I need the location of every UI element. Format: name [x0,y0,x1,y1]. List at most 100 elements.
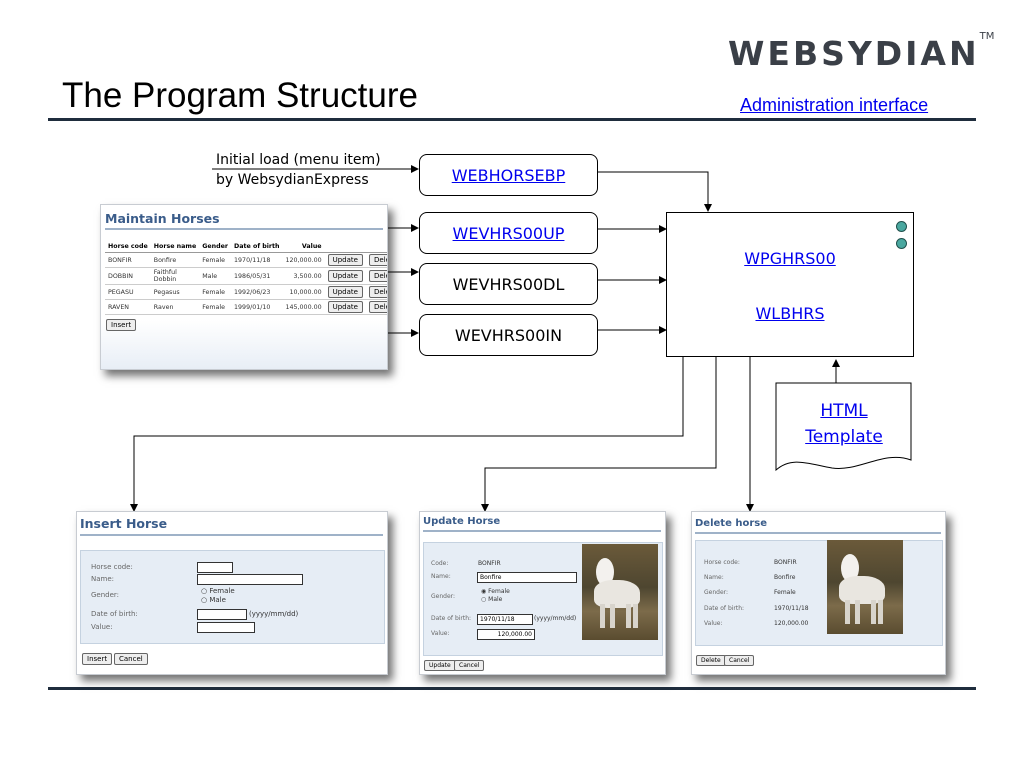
arrow-to-update-screen [481,357,717,512]
table-row: BONFIR Bonfire Female 1970/11/18 120,000… [105,252,387,268]
update-button[interactable]: Update [327,286,363,298]
cell: Raven [150,299,200,315]
horses-table: Horse code Horse name Gender Date of bir… [105,241,387,315]
gender-female-radio[interactable]: ○ Female [201,587,235,595]
name-field[interactable]: Bonfire [477,572,577,583]
horse-leg [878,600,883,624]
code-value: BONFIR [478,560,501,567]
dob-value: 1970/11/18 [774,605,809,612]
insert-horse-screenshot: Insert Horse Horse code: Name: Gender: ○… [76,511,388,675]
status-dot-bottom [896,238,907,249]
horse-code-label: Horse code: [91,563,133,571]
insert-cancel-button[interactable]: Cancel [114,653,148,665]
value-field[interactable] [197,622,255,633]
name-field[interactable] [197,574,303,585]
column-header: Value [282,241,325,253]
initial-load-line1: Initial load (menu item) [216,152,381,168]
wpghrs00-box: WPGHRS00 WLBHRS [666,212,914,357]
delete-submit-button[interactable]: Delete [696,655,726,666]
cell: PEGASU [105,284,151,300]
dob-label: Date of birth: [431,615,472,622]
column-header: Horse code [105,241,151,253]
dob-hint: (yyyy/mm/dd) [249,610,299,618]
insert-submit-button[interactable]: Insert [82,653,113,665]
cell: RAVEN [105,299,151,315]
delete-button[interactable]: Delete [368,270,387,282]
gender-label: Gender: [91,591,120,599]
html-template-line2: Template [805,427,883,447]
dob-hint: (yyyy/mm/dd) [534,615,577,622]
delete-cancel-button[interactable]: Cancel [724,655,755,666]
webhorsebp-link[interactable]: WEBHORSEBP [451,165,566,185]
cell: Female [199,284,232,300]
delete-horse-title: Delete horse [695,518,941,534]
gender-label: Gender: [704,589,729,596]
horse-head [841,554,859,582]
arrow-to-insert-screen [130,357,684,512]
horse-body [839,576,885,604]
dob-field[interactable]: 1970/11/18 [477,614,533,625]
wevhrs00dl-label: WEVHRS00DL [452,274,565,294]
cell: DOBBIN [105,267,151,285]
dob-field[interactable] [197,609,247,620]
horse-leg [871,600,876,624]
female-label: Female [488,588,510,595]
administration-interface-link[interactable]: Administration interface [740,95,929,115]
table-row: PEGASU Pegasus Female 1992/06/23 10,000.… [105,284,387,300]
value-label: Value: [91,623,113,631]
horse-body [594,580,640,608]
gender-female-radio[interactable]: ◉ Female [481,588,510,595]
cell: Female [199,299,232,315]
table-row: RAVEN Raven Female 1999/01/10 145,000.00… [105,299,387,315]
horse-leg [610,604,615,628]
column-header: Horse name [150,241,200,253]
update-button[interactable]: Update [327,301,363,313]
name-label: Name: [704,574,724,581]
gender-male-radio[interactable]: ○ Male [481,596,503,603]
cell: 1999/01/10 [231,299,283,315]
update-button[interactable]: Update [327,270,363,282]
horse-leg [600,604,605,628]
html-template-label[interactable]: HTML Template [776,398,912,450]
delete-horse-screenshot: Delete horse Horse code: BONFIR Name: Bo… [691,511,946,675]
webhorsebp-box[interactable]: WEBHORSEBP [419,154,598,196]
html-template-document [775,382,912,472]
value-label: Value: [704,620,723,627]
horse-code-field[interactable] [197,562,233,573]
cell: Bonfire [150,252,200,268]
name-value: Bonfire [774,574,796,581]
delete-button[interactable]: Delete [368,301,387,313]
delete-button[interactable]: Delete [368,286,387,298]
update-cancel-button[interactable]: Cancel [454,660,485,671]
wlbhrs-link[interactable]: WLBHRS [755,304,825,323]
value-value: 120,000.00 [774,620,809,627]
status-dot-top [896,221,907,232]
dob-label: Date of birth: [704,605,745,612]
websydian-logo: WEBSYDIANTM [728,31,995,73]
wpghrs00-link[interactable]: WPGHRS00 [744,249,836,268]
logo-trademark: TM [979,31,995,42]
female-label: Female [209,587,235,595]
cell: 145,000.00 [282,299,325,315]
value-field[interactable]: 120,000.00 [477,629,535,640]
insert-button[interactable]: Insert [106,319,137,331]
update-submit-button[interactable]: Update [424,660,456,671]
table-row: DOBBIN Faithful Dobbin Male 1986/05/31 3… [105,267,387,285]
wevhrs00in-label: WEVHRS00IN [454,325,563,345]
wevhrs00up-link[interactable]: WEVHRS00UP [452,223,565,243]
update-button[interactable]: Update [327,254,363,266]
cell: Female [199,252,232,268]
gender-male-radio[interactable]: ○ Male [201,596,226,604]
wevhrs00up-box[interactable]: WEVHRS00UP [419,212,598,254]
male-label: Male [209,596,226,604]
dob-label: Date of birth: [91,610,138,618]
wevhrs00in-box: WEVHRS00IN [419,314,598,356]
code-label: Code: [431,560,449,567]
horse-photo [582,544,658,640]
header-rule [48,118,976,121]
delete-button[interactable]: Delete [368,254,387,266]
cell: BONFIR [105,252,151,268]
maintain-horses-screenshot: Maintain Horses Horse code Horse name Ge… [100,204,388,370]
horse-leg [845,600,850,624]
column-header: Gender [199,241,232,253]
